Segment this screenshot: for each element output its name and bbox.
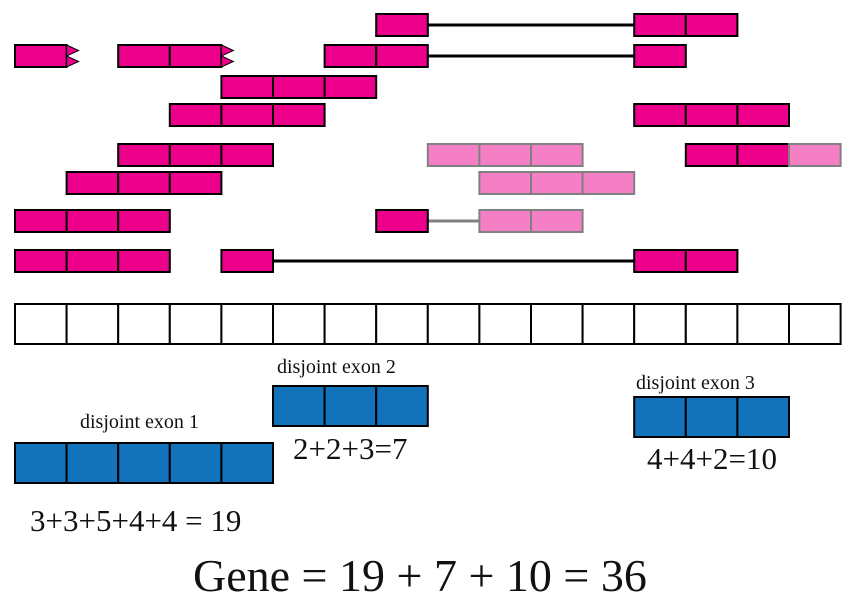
read-exon-block — [684, 249, 739, 273]
disjoint-exon-block — [633, 396, 687, 438]
disjoint-exon-block — [375, 385, 429, 427]
read-exon-block — [65, 171, 120, 195]
read-continuation-arrow-icon — [66, 55, 80, 68]
read-exon-block — [684, 13, 739, 37]
read-exon-block — [168, 103, 223, 127]
read-exon-block-faded — [478, 143, 532, 167]
read-exon-block — [220, 143, 274, 167]
disjoint-exon-2-sum: 2+2+3=7 — [293, 431, 408, 466]
read-exon-block — [117, 249, 171, 273]
read-6 — [65, 171, 636, 195]
genome-cell — [117, 303, 171, 345]
read-exon-block — [117, 44, 171, 68]
disjoint-exon-3-label: disjoint exon 3 — [636, 372, 755, 394]
read-exon-block — [323, 75, 378, 99]
read-exon-block — [633, 249, 687, 273]
disjoint-exon-block — [168, 442, 223, 484]
gene-total-equation: Gene = 19 + 7 + 10 = 36 — [193, 550, 647, 601]
read-3 — [220, 75, 378, 99]
read-exon-block — [14, 209, 68, 233]
disjoint-exon-3-sum: 4+4+2=10 — [647, 441, 777, 476]
read-exon-block-faded — [581, 171, 636, 195]
genome-track — [14, 303, 842, 345]
disjoint-exon-1-sum: 3+3+5+4+4 = 19 — [30, 503, 242, 538]
read-exon-block — [168, 143, 223, 167]
read-exon-block — [736, 103, 791, 127]
genome-cell — [65, 303, 120, 345]
read-exon-block-faded — [478, 171, 532, 195]
disjoint-exon-block — [65, 442, 120, 484]
genome-cell — [581, 303, 636, 345]
read-exon-block — [375, 44, 429, 68]
genome-cell — [478, 303, 532, 345]
genome-cell — [684, 303, 739, 345]
read-exon-block-faded — [530, 209, 584, 233]
read-exon-block — [272, 103, 326, 127]
disjoint-exon-block — [684, 396, 739, 438]
genome-cell — [168, 303, 223, 345]
read-exon-block-faded — [530, 143, 584, 167]
disjoint-exon-block — [736, 396, 791, 438]
disjoint-exon-block — [272, 385, 326, 427]
read-exon-block — [375, 13, 429, 37]
disjoint-exons-layer — [14, 385, 791, 484]
read-2 — [14, 44, 687, 68]
read-exon-block-faded — [530, 171, 584, 195]
read-exon-block — [168, 171, 223, 195]
read-exon-block — [65, 209, 120, 233]
read-5 — [117, 143, 842, 167]
read-exon-block-faded — [788, 143, 842, 167]
read-7 — [14, 209, 584, 233]
read-exon-block — [633, 44, 687, 68]
genome-cell — [426, 303, 481, 345]
read-exon-block — [220, 75, 274, 99]
read-8 — [14, 249, 739, 273]
disjoint-exon-block — [220, 442, 274, 484]
genome-cell — [633, 303, 687, 345]
disjoint-exon-3 — [633, 396, 791, 438]
read-exon-block — [633, 103, 687, 127]
read-exon-block-faded — [478, 209, 532, 233]
read-exon-block — [684, 143, 739, 167]
genome-cell — [788, 303, 842, 345]
read-exon-block — [220, 249, 274, 273]
read-exon-block — [168, 44, 223, 68]
read-1 — [375, 13, 739, 37]
disjoint-exon-2-label: disjoint exon 2 — [277, 356, 396, 378]
read-continuation-arrow-icon — [220, 44, 235, 57]
genome-cell — [375, 303, 429, 345]
reads-layer — [14, 13, 842, 273]
read-4 — [168, 103, 791, 127]
disjoint-exon-block — [14, 442, 68, 484]
read-exon-block-faded — [426, 143, 481, 167]
read-exon-block — [736, 143, 791, 167]
disjoint-exon-1-label: disjoint exon 1 — [80, 411, 199, 433]
read-exon-block — [220, 103, 274, 127]
read-exon-block — [117, 143, 171, 167]
read-exon-block — [117, 171, 171, 195]
genome-cell — [530, 303, 584, 345]
genome-cell — [272, 303, 326, 345]
read-continuation-arrow-icon — [220, 55, 235, 68]
read-exon-block — [684, 103, 739, 127]
read-exon-block — [272, 75, 326, 99]
read-exon-block — [14, 44, 68, 68]
read-exon-block — [14, 249, 68, 273]
genome-cell — [220, 303, 274, 345]
read-exon-block — [117, 209, 171, 233]
read-exon-block — [375, 209, 429, 233]
genome-cell — [736, 303, 791, 345]
read-exon-block — [323, 44, 378, 68]
disjoint-exon-block — [117, 442, 171, 484]
disjoint-exon-block — [323, 385, 378, 427]
read-exon-block — [65, 249, 120, 273]
genome-cell — [14, 303, 68, 345]
read-exon-block — [633, 13, 687, 37]
genome-cell — [323, 303, 378, 345]
read-continuation-arrow-icon — [66, 44, 80, 57]
disjoint-exon-2 — [272, 385, 429, 427]
disjoint-exon-1 — [14, 442, 274, 484]
